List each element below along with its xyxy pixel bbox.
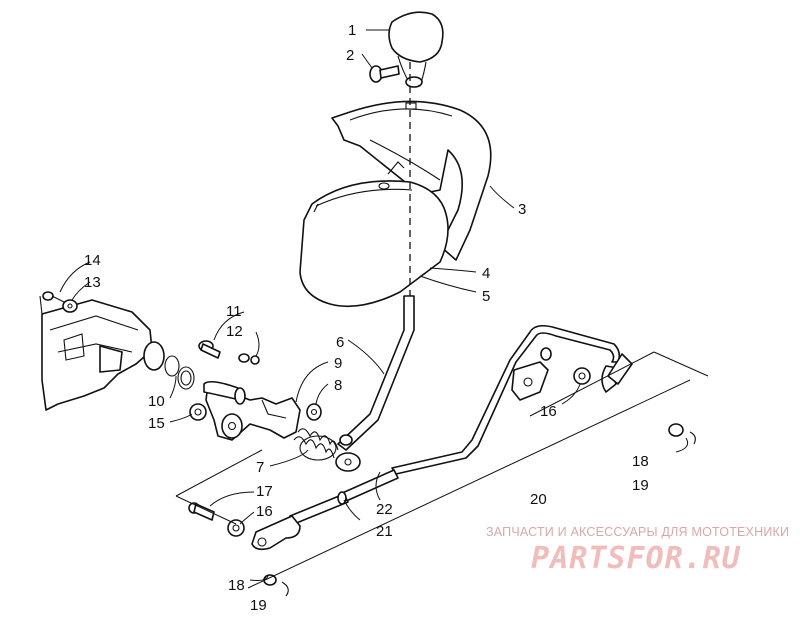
clip-left [263, 574, 289, 597]
callout-7: 7 [256, 459, 264, 476]
upper-shift-cover [331, 100, 492, 261]
shift-knob [388, 11, 444, 88]
linkage-pivot [511, 347, 552, 401]
rod-end [251, 515, 301, 551]
watermark: ЗАПЧАСТИ И АКСЕССУАРЫ ДЛЯ МОТОТЕХНИКИ PA… [486, 525, 790, 576]
callout-17: 17 [256, 483, 273, 500]
callout-15: 15 [148, 415, 165, 432]
watermark-logo: PARTSFOR.RU [531, 541, 741, 576]
pivot-washer [306, 403, 322, 421]
group-outline [175, 351, 709, 589]
lower-shift-boot [299, 180, 449, 308]
o-rings [164, 355, 195, 390]
callout-20: 20 [530, 491, 547, 508]
callout-16-left: 16 [256, 503, 273, 520]
pivot-bracket [203, 380, 301, 441]
callout-19-right: 19 [632, 477, 649, 494]
callout-14: 14 [84, 252, 101, 269]
callout-8: 8 [334, 377, 342, 394]
callout-18-left: 18 [228, 577, 245, 594]
callout-19-left: 19 [250, 597, 267, 614]
callout-10: 10 [148, 393, 165, 410]
callout-16-right: 16 [540, 403, 557, 420]
pivot-pin [198, 340, 260, 365]
callout-1: 1 [348, 22, 356, 39]
shift-linkage-rod [391, 324, 633, 475]
spring [293, 428, 339, 461]
callout-11: 11 [226, 303, 242, 320]
leader-lines [59, 29, 689, 581]
clip-right [668, 423, 696, 445]
callout-3: 3 [518, 201, 526, 218]
shift-rod [335, 295, 415, 472]
callout-12: 12 [226, 323, 243, 340]
callout-labels: 1 2 3 4 5 6 9 8 7 11 12 10 15 14 13 16 1… [84, 22, 649, 614]
frame-mount [39, 295, 165, 411]
callout-5: 5 [482, 288, 490, 305]
callout-4: 4 [482, 265, 490, 282]
knob-screw [369, 65, 400, 83]
callout-18-right: 18 [632, 453, 649, 470]
frame-bolt [42, 291, 78, 313]
callout-21: 21 [376, 523, 393, 540]
washer-16-right [573, 367, 591, 385]
callout-9: 9 [334, 355, 342, 372]
callout-22: 22 [376, 501, 393, 518]
watermark-caption: ЗАПЧАСТИ И АКСЕССУАРЫ ДЛЯ МОТОТЕХНИКИ [486, 525, 790, 539]
callout-2: 2 [346, 47, 354, 64]
callout-6: 6 [336, 334, 344, 351]
callout-13: 13 [84, 274, 101, 291]
washer-15 [189, 403, 207, 421]
